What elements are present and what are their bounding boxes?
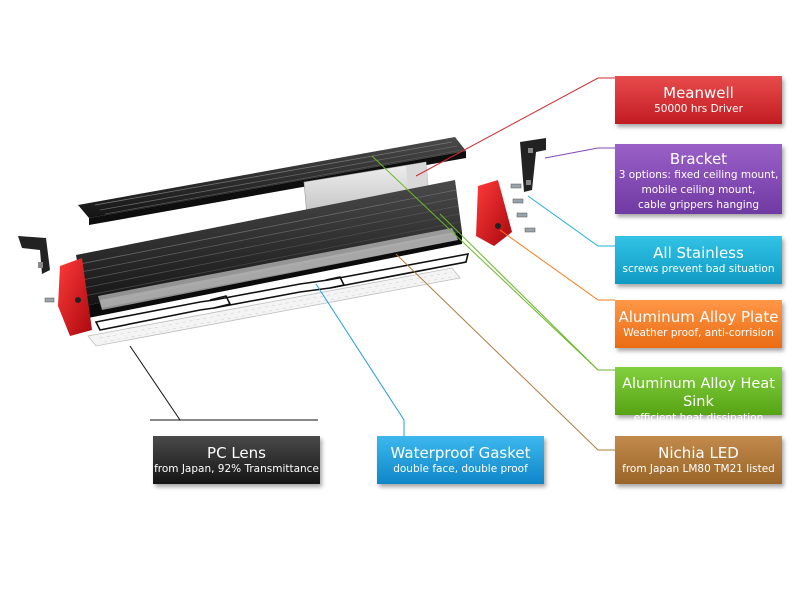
- pc-lens-callout: PC Lens from Japan, 92% Transmittance: [153, 436, 320, 484]
- end-caps: [58, 180, 512, 336]
- waterproof-gasket-callout: Waterproof Gasket double face, double pr…: [377, 436, 544, 484]
- meanwell-desc: 50000 hrs Driver: [654, 103, 743, 115]
- right-bracket: [520, 138, 546, 192]
- aluminum-plate-title: Aluminum Alloy Plate: [618, 308, 779, 326]
- nichia-led-callout: Nichia LED from Japan LM80 TM21 listed: [615, 436, 782, 484]
- bracket-title: Bracket: [669, 150, 728, 168]
- stainless-screws: [44, 183, 536, 303]
- bracket-desc-line-1: 3 options: fixed ceiling mount,: [618, 169, 779, 181]
- bracket-desc-line-2: mobile ceiling mount,: [641, 184, 756, 196]
- bracket-desc-line-3: cable grippers hanging: [637, 199, 760, 211]
- stainless-callout: All Stainless screws prevent bad situati…: [615, 236, 782, 284]
- pc-lens-desc: from Japan, 92% Transmittance: [154, 463, 319, 475]
- bracket-callout: Bracket 3 options: fixed ceiling mount, …: [615, 144, 782, 214]
- heat-sink-callout: Aluminum Alloy Heat Sink efficient heat …: [615, 367, 782, 424]
- stainless-title: All Stainless: [653, 244, 744, 262]
- leader-pclens: [129, 345, 318, 421]
- aluminum-plate: [98, 228, 458, 310]
- leader-lines: [129, 77, 615, 451]
- aluminum-plate-desc: Weather proof, anti-corrision: [623, 327, 774, 339]
- left-bracket: [18, 236, 50, 274]
- leader-stainless: [527, 195, 615, 247]
- waterproof-gasket-title: Waterproof Gasket: [390, 444, 531, 462]
- heat-sink-desc: efficient heat dissipation: [633, 412, 764, 424]
- nichia-led-desc: from Japan LM80 TM21 listed: [622, 463, 775, 475]
- heat-sink-title: Aluminum Alloy Heat Sink: [622, 376, 775, 410]
- pc-lens-title: PC Lens: [207, 444, 266, 462]
- leader-plate: [499, 229, 615, 301]
- meanwell-callout: Meanwell 50000 hrs Driver: [615, 76, 782, 124]
- waterproof-gasket-desc: double face, double proof: [393, 463, 528, 475]
- pc-lens: [87, 267, 461, 347]
- aluminum-plate-callout: Aluminum Alloy Plate Weather proof, anti…: [615, 300, 782, 348]
- leader-meanwell: [415, 77, 615, 177]
- meanwell-title: Meanwell: [663, 84, 734, 102]
- leader-heatsink-2: [439, 213, 599, 371]
- leader-bracket: [544, 147, 615, 159]
- waterproof-gasket: [94, 252, 470, 331]
- leader-gasket: [315, 283, 405, 436]
- leader-led: [395, 253, 615, 451]
- stainless-desc: screws prevent bad situation: [622, 263, 775, 275]
- nichia-led-title: Nichia LED: [658, 444, 739, 462]
- top-heat-sink-cover: [78, 137, 466, 225]
